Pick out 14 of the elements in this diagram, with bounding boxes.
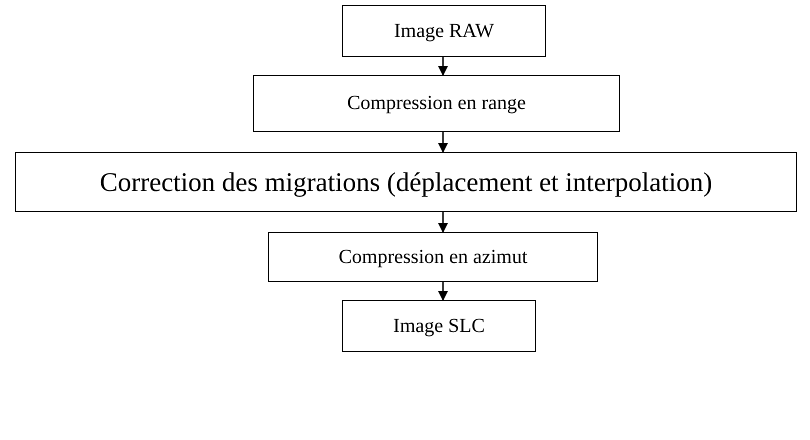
box-label: Correction des migrations (déplacement et interpolation) — [100, 166, 712, 198]
box-label: Image SLC — [393, 314, 485, 338]
process-box — [253, 75, 620, 132]
box-label: Image RAW — [394, 20, 494, 42]
process-box — [342, 5, 546, 57]
box-label: Compression en azimut — [338, 246, 528, 268]
arrow — [438, 282, 448, 301]
arrow — [438, 212, 448, 233]
box-label: Compression en range — [347, 92, 526, 115]
process-box — [268, 232, 598, 282]
arrow — [438, 57, 448, 76]
process-box — [15, 152, 797, 212]
arrow — [438, 132, 448, 153]
process-box — [342, 300, 536, 352]
